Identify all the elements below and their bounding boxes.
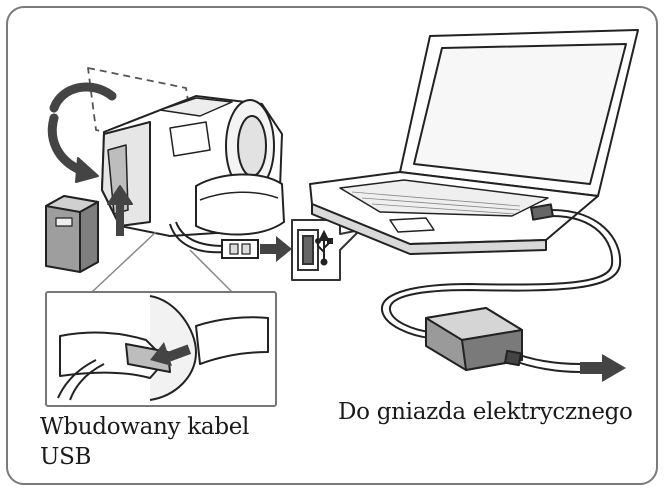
lcd-screen-open-outline	[87, 67, 197, 153]
camcorder	[47, 67, 285, 237]
power-jack	[530, 203, 554, 221]
usb-plug	[221, 239, 259, 259]
builtin-usb-cable-label-line2: USB	[40, 444, 92, 470]
inset-connector-lines	[91, 231, 233, 293]
builtin-usb-cable-label: Wbudowany kabel USB	[40, 412, 249, 472]
builtin-usb-cable-label-line1: Wbudowany kabel	[40, 414, 250, 440]
laptop-computer	[309, 29, 639, 255]
pull-out-arrow-icon	[150, 342, 192, 366]
power-outlet-label: Do gniazda elektrycznego	[338, 399, 633, 425]
to-outlet-arrow-icon	[580, 354, 626, 382]
builtin-usb-cable	[169, 221, 259, 259]
usb-trident-icon	[315, 229, 333, 266]
rotate-arrow-icon	[49, 82, 117, 113]
battery-pack	[45, 195, 99, 273]
insert-arrow-icon	[260, 236, 292, 262]
ac-adapter	[425, 307, 523, 371]
cable-detail-inset	[45, 291, 277, 407]
